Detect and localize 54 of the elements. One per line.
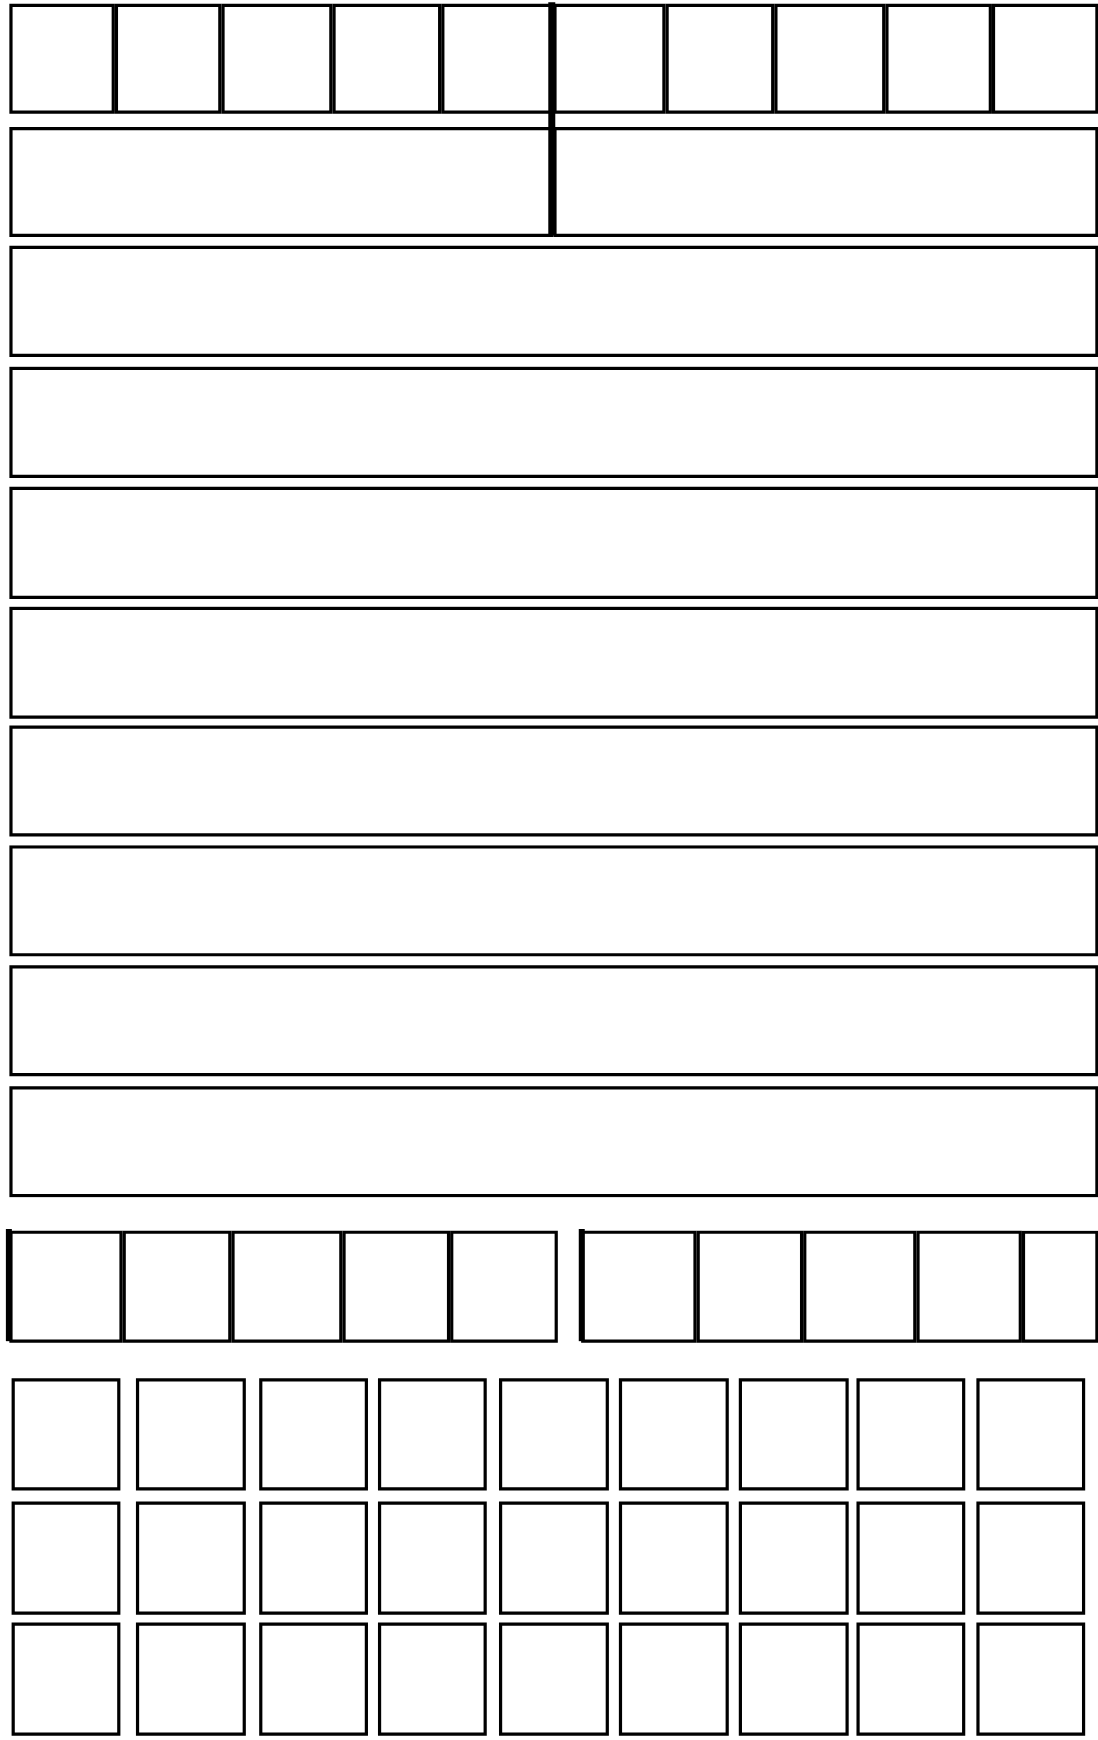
square-box xyxy=(976,1378,1086,1491)
square-box xyxy=(976,1622,1086,1736)
long-bar xyxy=(9,127,554,237)
square-box xyxy=(11,1378,121,1491)
square-box xyxy=(498,1622,609,1736)
square-box xyxy=(738,1622,849,1736)
square-box xyxy=(135,1378,246,1491)
square-box xyxy=(11,1622,121,1736)
square-box xyxy=(665,3,775,114)
square-box xyxy=(135,1501,246,1615)
square-box xyxy=(259,1378,368,1491)
long-bar xyxy=(9,845,1098,957)
square-box xyxy=(885,3,992,114)
square-box xyxy=(581,1230,697,1343)
square-box xyxy=(498,1378,609,1491)
long-bar xyxy=(9,1086,1098,1198)
square-box xyxy=(9,1230,123,1343)
square-box xyxy=(332,3,442,114)
square-box xyxy=(553,3,666,114)
square-box xyxy=(342,1230,451,1343)
square-box xyxy=(450,1230,558,1343)
square-box xyxy=(696,1230,804,1343)
long-bar xyxy=(9,245,1098,357)
square-box xyxy=(618,1378,729,1491)
long-bar xyxy=(9,486,1098,599)
square-box xyxy=(774,3,886,114)
square-box xyxy=(738,1378,849,1491)
square-box xyxy=(11,1501,121,1615)
long-bar xyxy=(553,127,1098,237)
square-box xyxy=(259,1622,368,1736)
square-box xyxy=(618,1501,729,1615)
square-box xyxy=(135,1622,246,1736)
square-box xyxy=(231,1230,343,1343)
square-box xyxy=(856,1501,966,1615)
square-box xyxy=(803,1230,917,1343)
square-box xyxy=(122,1230,232,1343)
square-box xyxy=(618,1622,729,1736)
square-box xyxy=(916,1230,1022,1343)
square-box xyxy=(377,1622,487,1736)
square-box xyxy=(377,1378,487,1491)
square-box xyxy=(738,1501,849,1615)
long-bar xyxy=(9,965,1098,1077)
square-box xyxy=(498,1501,609,1615)
square-box xyxy=(221,3,333,114)
square-box xyxy=(9,3,115,114)
long-bar xyxy=(9,725,1098,837)
square-box xyxy=(377,1501,487,1615)
square-box xyxy=(259,1501,368,1615)
long-bar xyxy=(9,606,1098,719)
long-bar xyxy=(9,366,1098,478)
square-box xyxy=(114,3,222,114)
square-box xyxy=(856,1378,966,1491)
square-box xyxy=(856,1622,966,1736)
square-box xyxy=(976,1501,1086,1615)
